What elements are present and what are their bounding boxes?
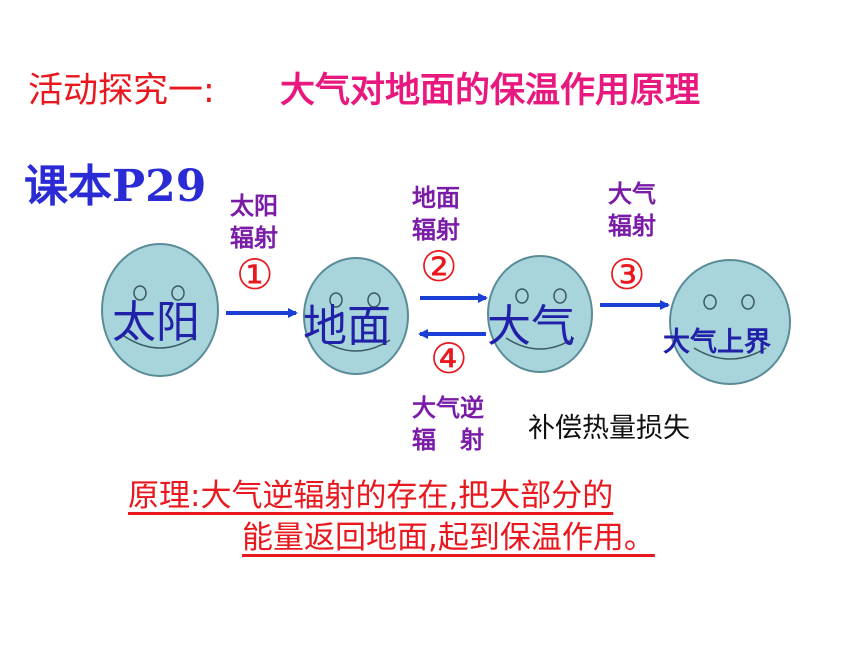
step-4-label-line1: 大气逆 <box>412 394 484 422</box>
step-4-number: ④ <box>430 334 468 383</box>
title-prefix: 活动探究一: <box>28 71 215 111</box>
step-3-label-line1: 大气 <box>608 180 656 208</box>
compensation-note: 补偿热量损失 <box>528 413 690 444</box>
node-label-atmosphere: 大气 <box>487 301 575 352</box>
step-3-label-line2: 辐射 <box>608 212 656 240</box>
step-3-label: 大气 辐射 <box>608 178 656 242</box>
node-label-ground: 地面 <box>303 301 391 352</box>
node-upper-atmosphere <box>669 259 791 385</box>
step-1-label: 太阳 辐射 <box>230 190 278 254</box>
node-atmosphere <box>487 255 593 373</box>
step-4-label: 大气逆 辐 射 <box>412 392 484 456</box>
node-label-sun: 太阳 <box>112 297 200 348</box>
step-1-label-line1: 太阳 <box>230 192 278 220</box>
principle-line-1: 原理:大气逆辐射的存在,把大部分的 <box>128 478 614 514</box>
node-ground <box>303 257 409 375</box>
step-2-label-line2: 辐射 <box>412 216 460 244</box>
step-4-label-line2: 辐 射 <box>412 426 484 454</box>
step-3-number: ③ <box>608 250 646 299</box>
step-1-label-line2: 辐射 <box>230 224 278 252</box>
textbook-reference: 课本P29 <box>24 161 207 212</box>
title-main: 大气对地面的保温作用原理 <box>280 71 701 111</box>
principle-line-2: 能量返回地面,起到保温作用。 <box>242 520 655 556</box>
node-sun <box>101 243 219 377</box>
step-2-label-line1: 地面 <box>412 184 460 212</box>
step-2-number: ② <box>420 242 458 291</box>
step-2-label: 地面 辐射 <box>412 182 460 246</box>
node-label-upper-atmosphere: 大气上界 <box>663 327 771 358</box>
step-1-number: ① <box>236 250 274 299</box>
